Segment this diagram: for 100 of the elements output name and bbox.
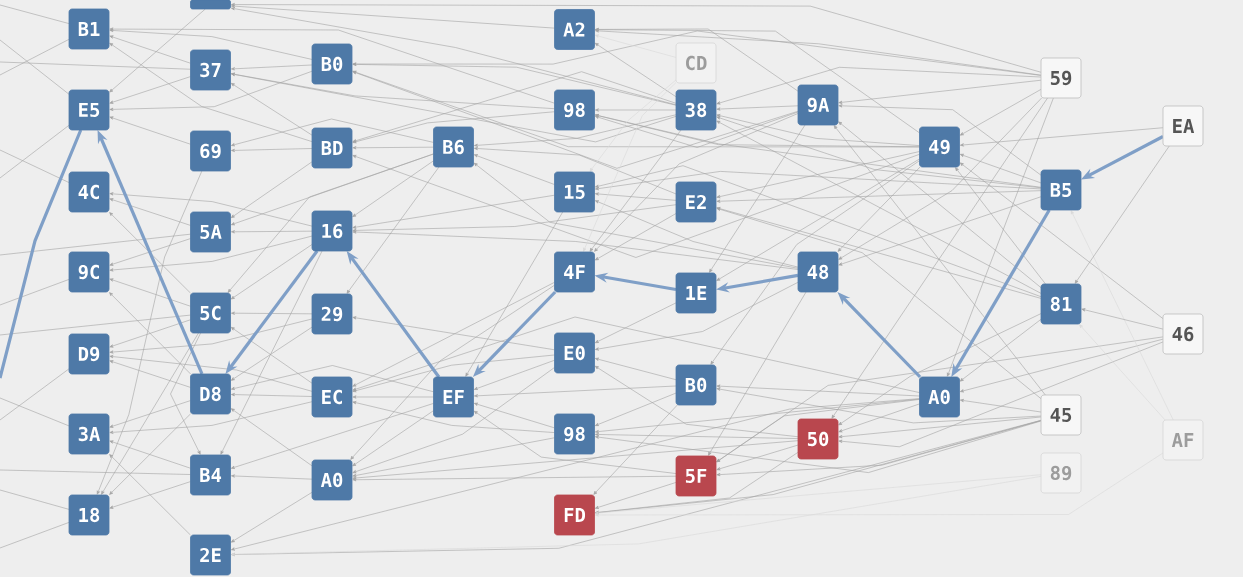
- arrow: [833, 125, 1046, 396]
- arrow: [716, 207, 1042, 399]
- arrow: [595, 474, 1042, 515]
- node-box: 49: [919, 126, 960, 168]
- arrow: [838, 416, 1042, 439]
- arrow: [594, 213, 677, 261]
- arrow: [352, 367, 555, 474]
- arrow: [595, 28, 920, 134]
- arrow: [1079, 324, 1166, 421]
- connector-line: [0, 39, 70, 76]
- node-box: 9C: [68, 251, 110, 293]
- arrow: [352, 160, 434, 217]
- connector-line: [0, 397, 70, 427]
- node-box: 15: [554, 171, 595, 213]
- arrow: [352, 401, 555, 433]
- arrow: [716, 190, 1042, 203]
- arrow: [716, 120, 1042, 294]
- arrow: [716, 384, 920, 397]
- connector-line: [0, 522, 70, 549]
- arrow: [595, 282, 799, 351]
- node-box: E2: [675, 181, 717, 223]
- arrow: [109, 28, 313, 60]
- arrow: [838, 97, 1042, 260]
- arrow: [231, 474, 313, 480]
- arrow: [595, 357, 677, 381]
- arrow: [594, 113, 799, 252]
- connector-line: [0, 279, 70, 306]
- arrow: [220, 250, 323, 455]
- arrow: [716, 116, 1042, 189]
- arrow: [109, 413, 191, 495]
- arrow: [109, 235, 313, 272]
- arrow: [474, 146, 677, 195]
- arrow: [231, 118, 434, 147]
- node-box: B6: [433, 126, 474, 168]
- connector-line: [0, 233, 191, 256]
- arrow: [838, 121, 1042, 288]
- node-box: 4C: [68, 171, 110, 213]
- node-box: 98: [554, 89, 595, 131]
- arrow: [473, 410, 677, 474]
- arrow: [231, 7, 677, 106]
- connector-line: [0, 61, 191, 70]
- arrow: [589, 129, 682, 252]
- arrow: [109, 454, 191, 536]
- connector-line: [0, 368, 70, 421]
- connector-line: [0, 4, 70, 24]
- node-box: E0: [554, 332, 595, 374]
- node-box: 50: [797, 418, 839, 460]
- arrow: [595, 171, 1042, 191]
- arrow: [594, 482, 677, 509]
- arrow: [346, 166, 440, 294]
- arrow: [959, 162, 1164, 319]
- arrow: [352, 62, 677, 106]
- connector-line: [0, 469, 191, 475]
- arrow: [716, 336, 1164, 463]
- arrow: [352, 440, 799, 480]
- arrow: [594, 42, 677, 98]
- arrow: [955, 167, 1046, 285]
- arrow: [1074, 145, 1170, 284]
- arrow: [109, 355, 313, 392]
- arrow: [716, 207, 1042, 299]
- connector-line: [0, 489, 70, 510]
- arrow: [231, 398, 920, 551]
- node-box: 1E: [675, 272, 717, 314]
- arrow: [230, 244, 313, 300]
- arrow: [109, 192, 313, 227]
- arrow: [109, 35, 191, 64]
- arrow: [710, 160, 920, 365]
- arrow: [837, 166, 921, 252]
- arrow: [231, 230, 313, 234]
- arrow: [960, 338, 1164, 393]
- arrow: [352, 70, 920, 148]
- arrow: [352, 316, 920, 393]
- node-box: 98: [554, 413, 595, 455]
- arrow: [109, 70, 313, 111]
- arrow: [352, 437, 555, 478]
- node-box: 5F: [675, 455, 717, 497]
- arrow: [109, 319, 191, 348]
- arrow: [227, 153, 434, 293]
- arrow: [231, 476, 1042, 556]
- node-box: 16: [311, 210, 353, 252]
- arrow: [716, 67, 1042, 105]
- arrow: [595, 111, 799, 148]
- arrow: [589, 79, 677, 172]
- arrow: [716, 114, 920, 146]
- arrow: [838, 313, 1042, 426]
- node-box: 81: [1040, 283, 1082, 325]
- arrow: [709, 124, 806, 273]
- arrow: [230, 82, 313, 136]
- arrow: [101, 332, 199, 495]
- arrow: [230, 161, 313, 218]
- arrow: [231, 72, 555, 109]
- node-box: B5: [1040, 169, 1082, 211]
- node-box: B0: [311, 43, 353, 85]
- arrow: [230, 408, 313, 467]
- arrow: [595, 452, 1164, 517]
- node-box: D8: [190, 373, 231, 415]
- arrow: [109, 400, 191, 428]
- node-box: EF: [433, 376, 474, 418]
- node-box: AF: [1162, 419, 1204, 461]
- arrow: [109, 360, 191, 388]
